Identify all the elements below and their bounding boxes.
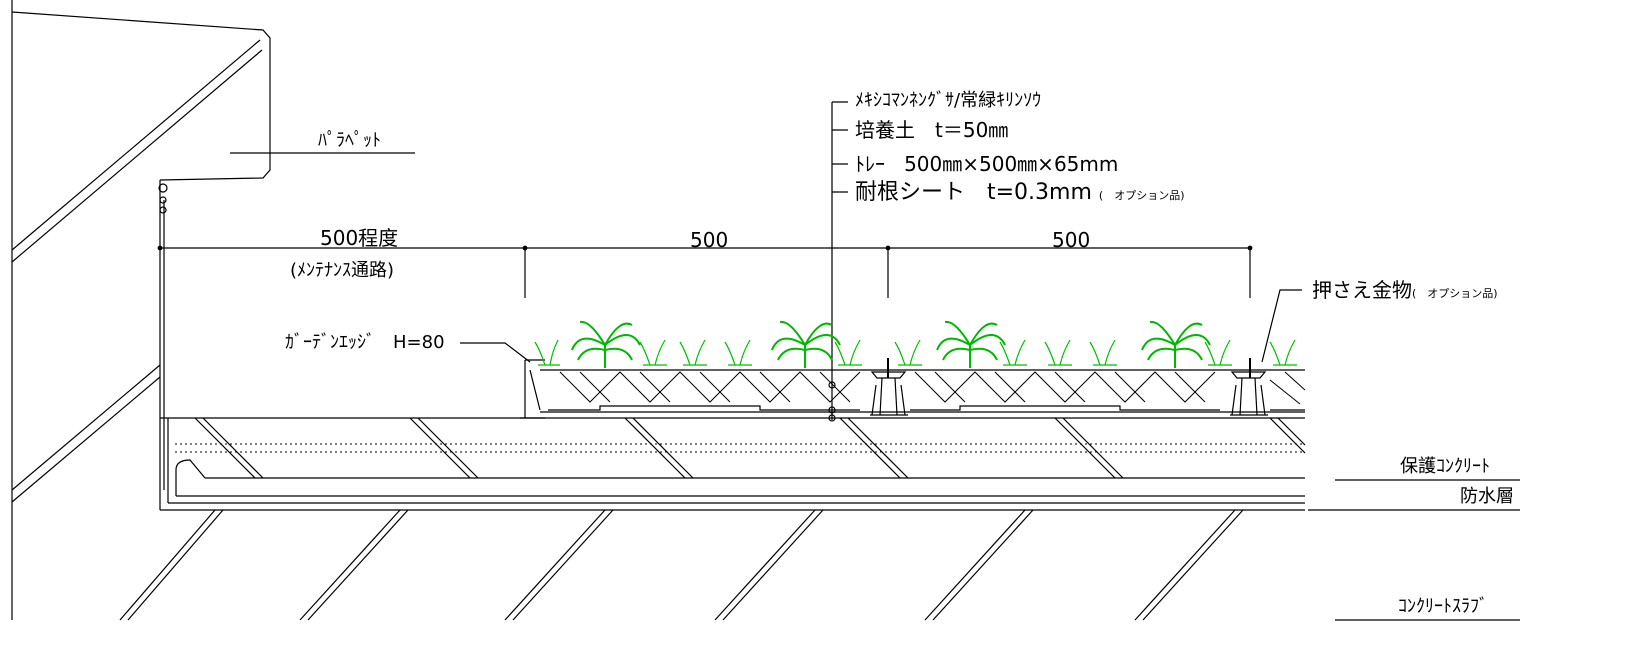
- dim-500-a: 500: [690, 228, 729, 252]
- garden-edge: [520, 359, 545, 419]
- corner-turn: [167, 418, 206, 503]
- plants: [534, 320, 1297, 368]
- dim-maintenance-sub: (ﾒﾝﾃﾅﾝｽ通路): [290, 260, 395, 281]
- label-tray: ﾄﾚｰ 500㎜×500㎜×65mm: [855, 154, 1118, 174]
- label-protective-concrete: 保護ｺﾝｸﾘｰﾄ: [1400, 456, 1490, 477]
- concrete-hatch: [194, 417, 1306, 479]
- plant-daylily: [571, 320, 1211, 368]
- label-soil: 培養土 t＝50㎜: [855, 118, 1009, 142]
- pedestal-1: [870, 358, 908, 416]
- label-fixing-text: 押さえ金物: [1312, 278, 1412, 302]
- soil-hatch: [559, 371, 1306, 405]
- label-parapet: ﾊﾟﾗﾍﾟｯﾄ: [318, 130, 381, 151]
- label-root-sheet: 耐根シート t=0.3mm ( オプション品): [855, 182, 1185, 204]
- tray-ribs: [548, 405, 1305, 411]
- pedestal-2: [1230, 358, 1268, 416]
- label-root-sheet-text: 耐根シート t=0.3mm: [855, 180, 1092, 205]
- plant-sedum: [534, 339, 1297, 366]
- label-root-sheet-option: ( オプション品): [1098, 189, 1185, 202]
- label-fixing-option: ( オプション品): [1412, 287, 1498, 300]
- parapet-cap: [11, 11, 271, 181]
- slab-hatch: [119, 509, 1244, 621]
- label-fixing: 押さえ金物( オプション品): [1312, 280, 1498, 300]
- label-slab: ｺﾝｸﾘｰﾄｽﾗﾌﾞ: [1398, 596, 1488, 617]
- leader-fixing: [1261, 289, 1302, 363]
- label-tray-name: ﾄﾚｰ: [855, 152, 885, 176]
- label-plants: ﾒｷｼｺﾏﾝﾈﾝｸﾞｻ/常緑ｷﾘﾝｿｳ: [855, 90, 1042, 111]
- dim-maintenance: 500程度: [320, 226, 399, 250]
- leader-edge: [460, 342, 531, 363]
- label-waterproof: 防水層: [1460, 486, 1514, 507]
- label-tray-dims: 500㎜×500㎜×65mm: [904, 152, 1119, 176]
- parapet-hatch: [11, 39, 263, 503]
- dim-500-b: 500: [1052, 228, 1091, 252]
- label-garden-edge: ｶﾞｰﾃﾞﾝｴｯｼﾞ H=80: [285, 332, 445, 353]
